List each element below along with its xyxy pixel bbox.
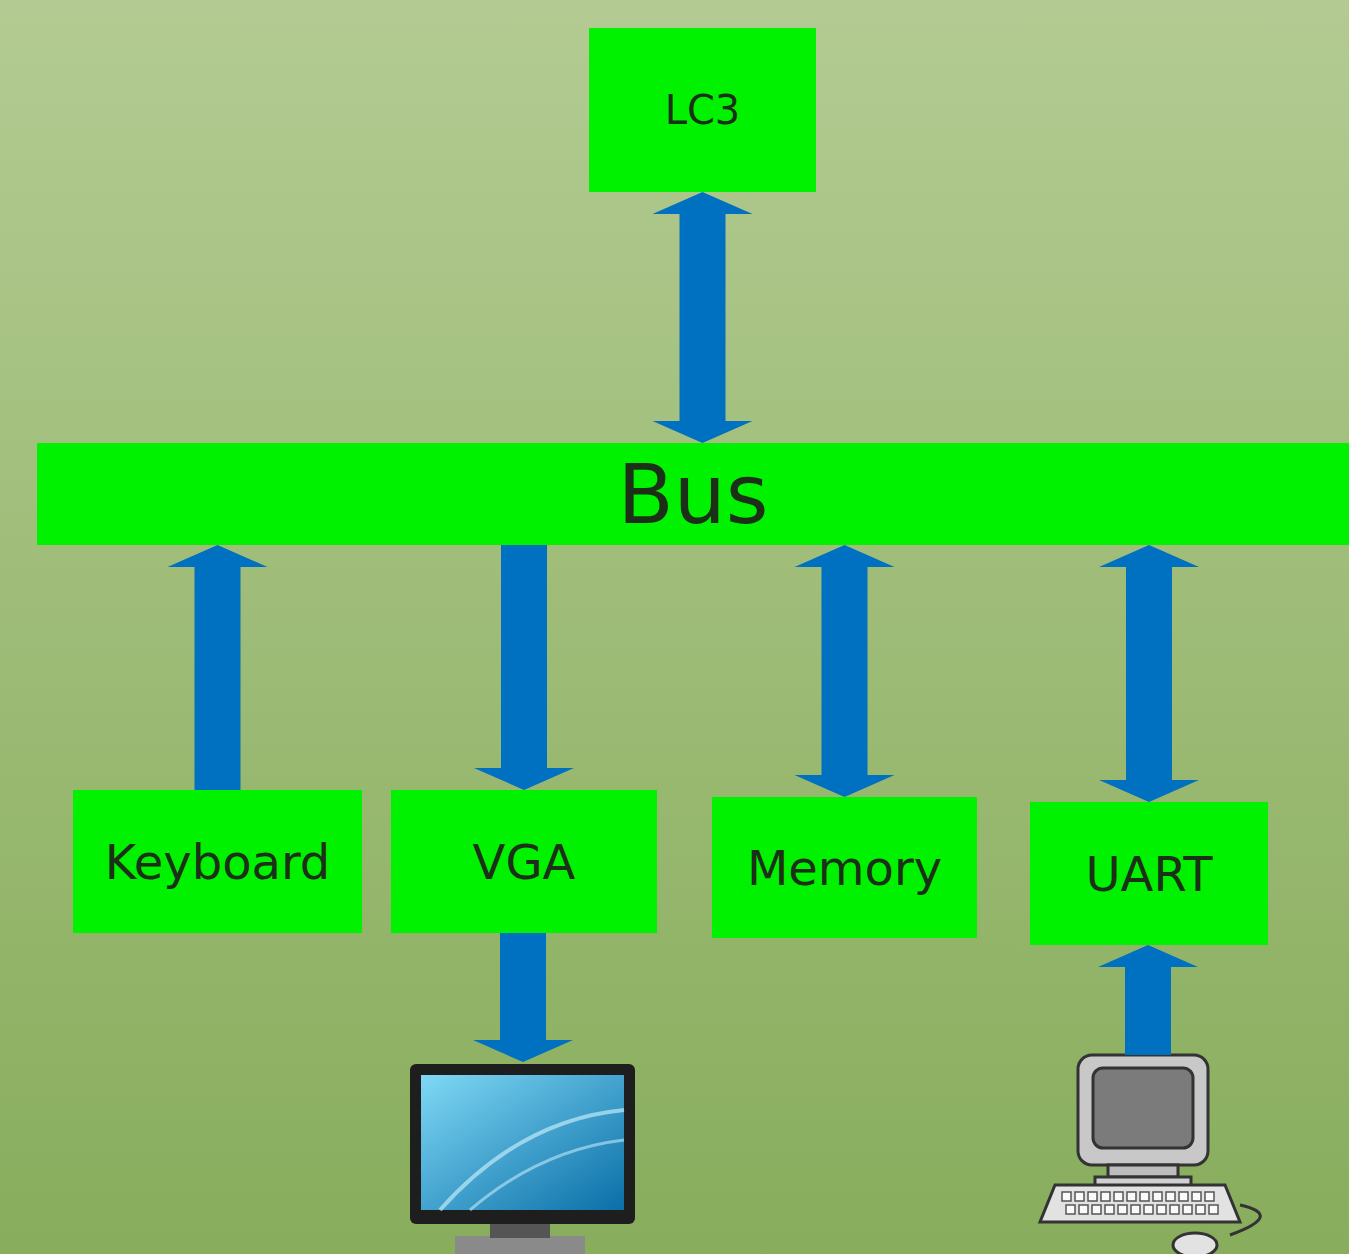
device-box: UART [1030, 802, 1268, 945]
processor-box: LC3 [589, 28, 816, 192]
io-arrow [473, 933, 1198, 1062]
block-arrow [474, 545, 574, 790]
device-box: Keyboard [73, 790, 362, 933]
bus-bar: Bus [37, 443, 1349, 545]
node-label: Keyboard [105, 834, 331, 890]
block-arrow [168, 545, 268, 790]
node-label: Bus [618, 447, 769, 542]
node-label: VGA [473, 834, 576, 890]
computer-icon [1040, 1055, 1260, 1254]
block-arrow [653, 192, 753, 443]
node-label: LC3 [665, 87, 741, 133]
block-arrow [1099, 545, 1199, 802]
node-label: UART [1085, 846, 1212, 902]
device-box: VGA [391, 790, 657, 933]
block-arrow [795, 545, 895, 797]
node-label: Memory [747, 840, 942, 896]
device-box: Memory [712, 797, 977, 938]
monitor-icon [410, 1064, 635, 1254]
